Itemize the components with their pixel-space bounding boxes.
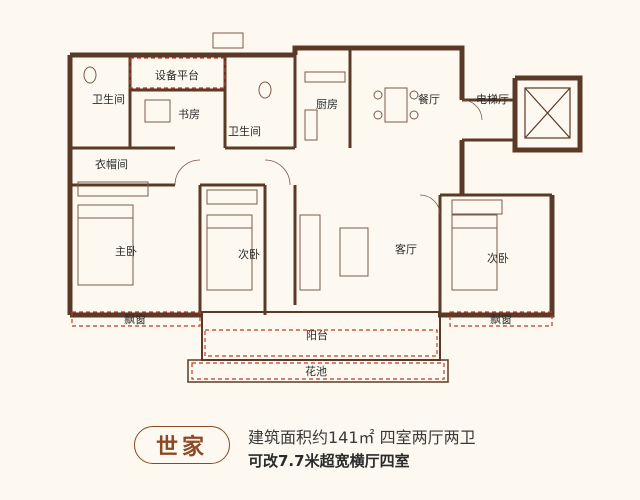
- room-label-master-bedroom: 主卧: [115, 245, 137, 258]
- furniture: [77, 32, 503, 291]
- plan-name-text: 世家: [155, 435, 208, 460]
- room-label-second-bath: 卫生间: [228, 124, 261, 138]
- room-label-equipment-platform: 设备平台: [155, 68, 199, 82]
- room-label-balcony: 阳台: [306, 328, 328, 342]
- room-label-dining: 餐厅: [418, 92, 440, 106]
- elevator-icon: [524, 87, 571, 139]
- bay-window-dashes: [71, 57, 553, 380]
- floor-plan: 卫生间 设备平台 书房 卫生间 厨房 餐厅 电梯厅 衣帽间 主卧 次卧 客厅 次…: [67, 32, 583, 383]
- room-label-walk-in-closet: 衣帽间: [95, 157, 128, 171]
- area-and-layout-text: 建筑面积约141㎡ 四室两厅两卫: [248, 428, 476, 447]
- room-label-second-bedroom-left: 次卧: [238, 247, 260, 261]
- flower-bed-outline: [187, 359, 449, 383]
- plan-name-badge: 世家: [134, 426, 230, 464]
- room-label-master-bath: 卫生间: [92, 92, 125, 106]
- room-label-bay-window-left: 飘窗: [124, 312, 146, 326]
- room-label-elevator-hall: 电梯厅: [476, 93, 509, 106]
- room-label-kitchen: 厨房: [316, 98, 338, 111]
- room-label-living-room: 客厅: [395, 242, 417, 256]
- renovation-note-text: 可改7.7米超宽横厅四室: [248, 452, 410, 470]
- room-label-study: 书房: [178, 108, 200, 121]
- room-label-second-bedroom-right: 次卧: [487, 251, 509, 265]
- door-swings: [174, 99, 483, 216]
- room-label-bay-window-right: 飘窗: [490, 312, 512, 326]
- room-label-flower-bed: 花池: [305, 365, 327, 378]
